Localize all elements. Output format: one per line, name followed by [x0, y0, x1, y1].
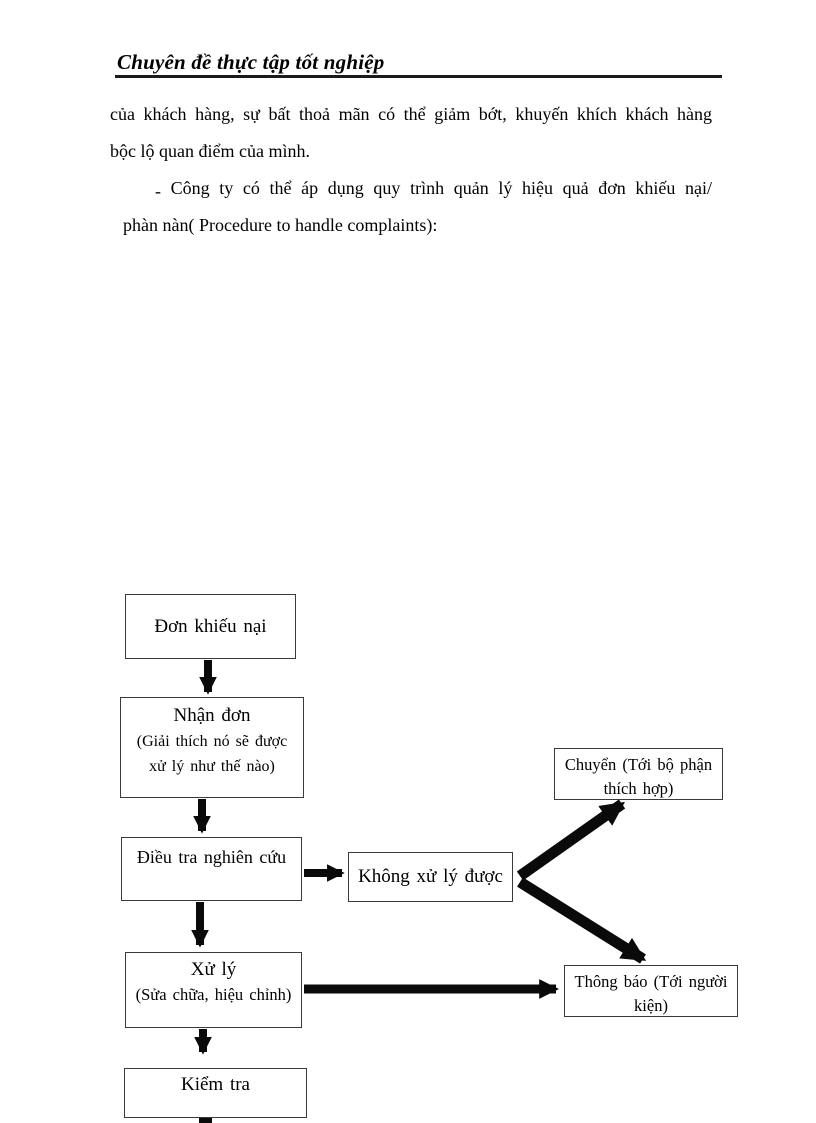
box-text-line: Thông báo (Tới người — [574, 972, 728, 991]
box-subtitle-line: xử lý như thế nào) — [149, 758, 275, 775]
box-subtitle-line: (Giải thích nó sẽ được — [136, 733, 288, 750]
header-rule — [115, 75, 722, 78]
paragraph-2-line-1: - Công ty có thể áp dụng quy trình quản … — [110, 170, 712, 207]
body-text: của khách hàng, sự bất thoả mãn có thể g… — [110, 96, 712, 244]
box-title: Điều tra nghiên cứu — [136, 847, 287, 867]
paragraph-2-line-1-text: Công ty có thể áp dụng quy trình quản lý… — [170, 178, 712, 198]
box-text-line: Chuyển (Tới bộ phận — [564, 755, 713, 774]
box-title: Không xử lý được — [358, 866, 503, 887]
flowchart-box-investigate: Điều tra nghiên cứu — [121, 837, 302, 901]
paragraph-2-line-2: phàn nàn( Procedure to handle complaints… — [123, 215, 438, 235]
box-title: Kiểm tra — [180, 1074, 250, 1095]
flowchart-box-complaint: Đơn khiếu nại — [125, 594, 296, 659]
flowchart-box-receive: Nhận đơn (Giải thích nó sẽ được xử lý nh… — [120, 697, 304, 798]
paragraph-1-line-2: bộc lộ quan điểm của mình. — [110, 141, 310, 161]
box-title: Đơn khiếu nại — [154, 615, 267, 637]
page-header-title: Chuyên đề thực tập tốt nghiệp — [117, 50, 385, 74]
list-dash: - — [155, 181, 161, 201]
flowchart-box-check: Kiểm tra — [124, 1068, 307, 1118]
box-title: Nhận đơn — [173, 705, 251, 726]
arrow-cannot-to-notify — [517, 877, 647, 964]
box-title: Xử lý — [190, 959, 237, 980]
flowchart-box-handle: Xử lý (Sửa chữa, hiệu chỉnh) — [125, 952, 302, 1028]
box-subtitle-line: (Sửa chữa, hiệu chỉnh) — [135, 985, 292, 1004]
paragraph-1-line-1: của khách hàng, sự bất thoả mãn có thể g… — [110, 104, 712, 124]
flowchart-box-cannot-handle: Không xử lý được — [348, 852, 513, 902]
flowchart-box-transfer: Chuyển (Tới bộ phận thích hợp) — [554, 748, 723, 800]
box-text-line: thích hợp) — [603, 779, 674, 798]
flowchart-box-notify: Thông báo (Tới người kiện) — [564, 965, 738, 1017]
box-text-line: kiện) — [634, 996, 668, 1015]
arrow-cannot-to-transfer — [516, 799, 626, 881]
